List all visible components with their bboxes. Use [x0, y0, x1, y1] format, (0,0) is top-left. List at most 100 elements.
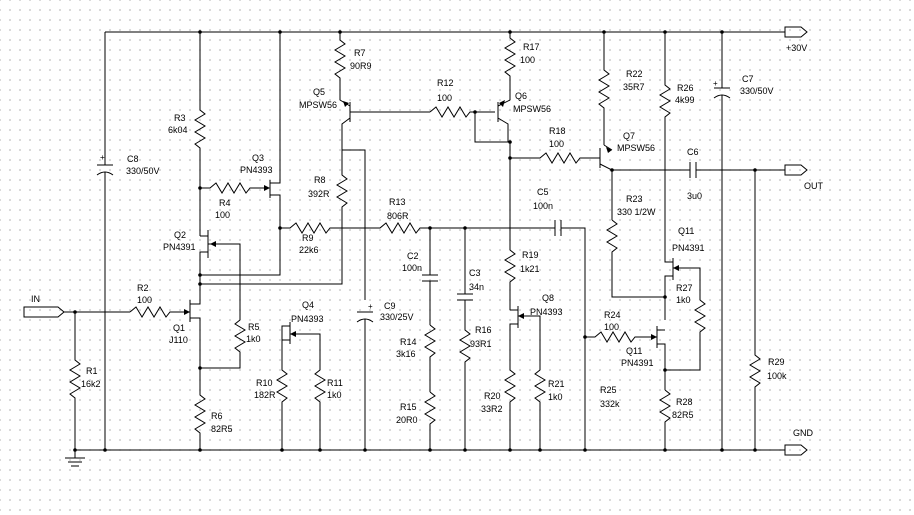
R20-ref: R20 [484, 391, 501, 401]
C7-capacitor: + C7 330/50V [713, 32, 774, 450]
C5-ref: C5 [537, 187, 549, 197]
Q6-ref: Q6 [515, 91, 527, 101]
R7-ref: R7 [354, 48, 366, 58]
R26-value: 4k99 [675, 95, 695, 105]
R9-value: 22k6 [299, 245, 319, 255]
R6-resistor: R6 82R5 [194, 370, 233, 450]
Q6-value: MPSW56 [513, 104, 551, 114]
R8-ref: R8 [314, 175, 326, 185]
R4-resistor: R4 100 [200, 182, 268, 220]
Q11a-value: PN4391 [672, 243, 705, 253]
Q11b-ref: Q11 [626, 346, 642, 356]
Q3-value: PN4393 [240, 165, 273, 175]
C3-value: 34n [469, 282, 484, 292]
C7-value: 330/50V [740, 86, 774, 96]
C6-value: 3u0 [687, 191, 702, 201]
R24-value: 100 [604, 322, 619, 332]
R1-value: 16k2 [81, 379, 101, 389]
R29-ref: R29 [768, 357, 785, 367]
R29-value: 100k [767, 371, 787, 381]
Q2-value: PN4391 [163, 242, 196, 252]
R22-resistor: R22 35R7 [598, 32, 645, 145]
R18-resistor: R18 100 [510, 126, 600, 164]
R9-ref: R9 [302, 233, 314, 243]
svg-text:+: + [368, 302, 373, 311]
Q4-value: PN4393 [291, 314, 324, 324]
Q3-transistor: Q3 PN4393 [200, 32, 281, 276]
Q3-ref: Q3 [252, 153, 264, 163]
R28-resistor: R28 82R5 [659, 389, 694, 450]
R16-value: 93R1 [470, 339, 492, 349]
R23-ref: R23 [626, 194, 643, 204]
port-out: OUT [755, 164, 824, 191]
C3-ref: C3 [469, 268, 481, 278]
R20-resistor: R20 33R2 [481, 365, 516, 450]
C3-capacitor: C3 34n [457, 228, 484, 320]
R8-value: 392R [308, 189, 330, 199]
C2-capacitor: C2 100n [402, 228, 438, 325]
R2-resistor: R2 100 [129, 283, 190, 318]
C8-capacitor: + C8 330/50V [96, 32, 160, 450]
Q5-ref: Q5 [313, 87, 325, 97]
R2-ref: R2 [137, 283, 149, 293]
R25-ref: R25 [600, 385, 617, 395]
R11-value: 1k0 [327, 390, 342, 400]
R23-resistor: R23 330 1/2W [606, 194, 665, 298]
R8-resistor: R8 392R [200, 149, 366, 300]
R11-resistor: R11 1k0 [314, 369, 343, 450]
R3-resistor: R3 6k04 [168, 32, 206, 236]
R27-ref: R27 [676, 283, 693, 293]
Q11-upper-transistor: Q11 PN4391 [664, 226, 705, 320]
Q1-value: J110 [169, 335, 188, 345]
R24-ref: R24 [604, 310, 621, 320]
R13-ref: R13 [389, 197, 406, 207]
C6-capacitor: C6 3u0 [612, 147, 755, 201]
C2-ref: C2 [407, 251, 419, 261]
Q8-value: PN4393 [530, 307, 563, 317]
R13-resistor: R13 806R [360, 197, 555, 234]
R26-ref: R26 [677, 83, 694, 93]
Q2-ref: Q2 [174, 230, 186, 240]
R16-resistor: R16 93R1 [459, 320, 492, 450]
R11-ref: R11 [327, 378, 343, 388]
R14-resistor: R14 3k16 [396, 324, 436, 392]
Q7-value: MPSW56 [617, 143, 655, 153]
R28-value: 82R5 [672, 410, 694, 420]
Q4-transistor: Q4 PN4393 [281, 300, 324, 370]
R5-ref: R5 [248, 322, 260, 332]
R19-resistor: R19 1k21 [504, 249, 540, 310]
svg-text:+: + [100, 153, 105, 162]
R3-value: 6k04 [168, 125, 188, 135]
port-vplus: +30V [784, 26, 808, 53]
R27-value: 1k0 [676, 295, 691, 305]
junction-dots [73, 30, 757, 452]
R14-value: 3k16 [396, 349, 416, 359]
Q2-transistor: Q2 PN4391 [163, 230, 241, 320]
Q8-ref: Q8 [542, 293, 554, 303]
R10-resistor: R10 182R [254, 365, 288, 450]
R16-ref: R16 [475, 325, 492, 335]
R1-ref: R1 [86, 366, 98, 376]
R21-ref: R21 [548, 379, 565, 389]
Q5-value: MPSW56 [299, 100, 337, 110]
R6-ref: R6 [211, 411, 223, 421]
R15-value: 20R0 [396, 415, 418, 425]
R7-value: 90R9 [350, 61, 372, 71]
R14-ref: R14 [400, 337, 417, 347]
R20-value: 33R2 [481, 404, 503, 414]
Q5-transistor: Q5 MPSW56 [299, 87, 430, 150]
R27-resistor: R27 1k0 [665, 283, 706, 371]
Q1-ref: Q1 [173, 323, 185, 333]
Q11b-value: PN4391 [621, 358, 654, 368]
R19-value: 1k21 [520, 264, 540, 274]
C8-ref: C8 [127, 154, 139, 164]
R5-value: 1k0 [246, 334, 261, 344]
C9-capacitor: + C9 330/25V [356, 301, 414, 450]
R1-resistor: R1 16k2 [69, 312, 101, 450]
C9-ref: C9 [384, 301, 396, 311]
C2-value: 100n [402, 263, 422, 273]
port-out-label: OUT [804, 181, 824, 191]
R18-value: 100 [549, 139, 564, 149]
